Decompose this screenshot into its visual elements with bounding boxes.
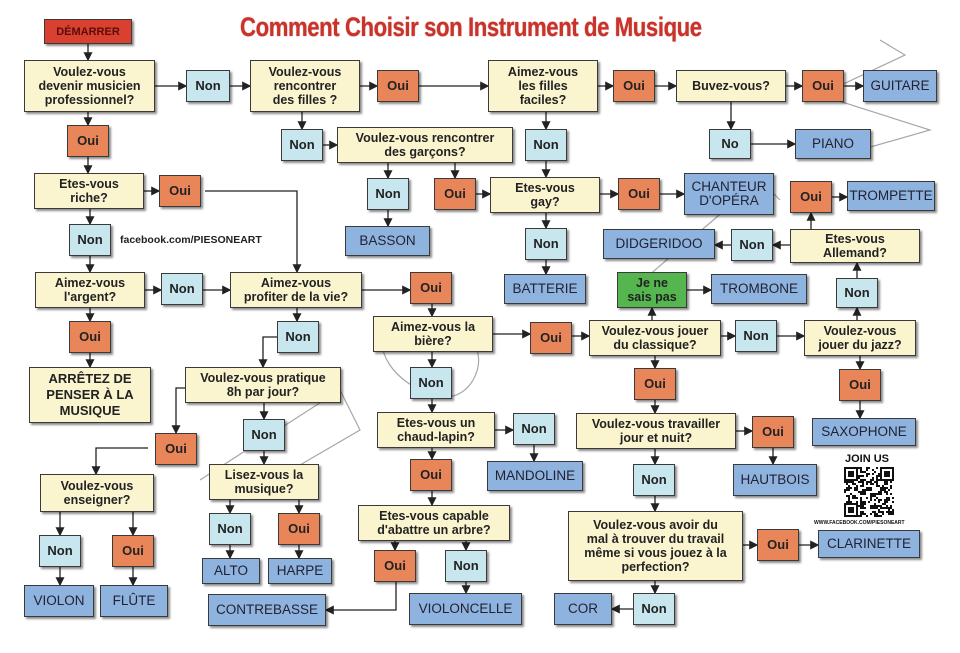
answer-oui-o5: Oui xyxy=(434,178,476,210)
join-us-label: JOIN US xyxy=(845,453,890,465)
page-title: Comment Choisir son Instrument de Musiqu… xyxy=(240,12,702,42)
instrument-result-trombone: TROMBONE xyxy=(711,274,807,304)
answer-non-n21: Non xyxy=(445,550,487,582)
answer-oui-o20: Oui xyxy=(374,550,416,582)
answer-non-n5: Non xyxy=(367,178,409,210)
answer-oui-oui1: Oui xyxy=(67,125,109,157)
question-box-q12: Voulez-vous jouer du classique? xyxy=(589,320,721,356)
answer-non-n9: Non xyxy=(161,273,203,305)
question-box-q8: Etes-vous riche? xyxy=(34,173,144,209)
answer-oui-o18: Oui xyxy=(112,535,154,567)
answer-non-n8: Non xyxy=(836,278,878,308)
instrument-result-sax: SAXOPHONE xyxy=(812,418,916,446)
question-box-q19: Etes-vous un chaud-lapin? xyxy=(377,412,495,448)
answer-non-n15: Non xyxy=(633,593,675,625)
answer-oui-o7: Oui xyxy=(790,181,832,213)
answer-oui-o3: Oui xyxy=(613,70,655,102)
answer-oui-o9: Oui xyxy=(69,321,111,353)
instrument-result-mandoline: MANDOLINE xyxy=(487,461,583,491)
question-box-q17: Lisez-vous la musique? xyxy=(209,464,319,500)
start-node-start: DÉMARRER xyxy=(44,19,132,44)
instrument-result-didg: DIDGERIDOO xyxy=(603,229,715,259)
instrument-result-alto: ALTO xyxy=(202,558,260,584)
answer-oui-o2: Oui xyxy=(377,70,419,102)
connector-arrow xyxy=(324,582,397,615)
qr-url-text: WWW.FACEBOOK.COM/PIESONEART xyxy=(814,520,905,526)
answer-non-n17: Non xyxy=(209,513,251,545)
instrument-result-hautbois: HAUTBOIS xyxy=(733,464,817,496)
qr-code-icon xyxy=(844,467,894,517)
question-box-q3: Aimez-vous les filles faciles? xyxy=(488,60,598,112)
connector-arrow xyxy=(205,190,302,274)
connector-arrow xyxy=(171,387,185,435)
answer-non-n16: Non xyxy=(243,419,285,451)
question-box-q5: Voulez-vous rencontrer des garçons? xyxy=(337,127,513,163)
answer-oui-o4: Oui xyxy=(802,70,844,102)
instrument-result-flute: FLÛTE xyxy=(100,585,168,617)
answer-oui-o12: Oui xyxy=(634,368,676,400)
result-stop-stop: ARRÊTEZ DE PENSER À LA MUSIQUE xyxy=(29,367,151,423)
answer-je-ne-sais-pas-jenesais: Je ne sais pas xyxy=(617,272,687,308)
answer-non-n14: Non xyxy=(633,464,675,496)
instrument-result-harpe: HARPE xyxy=(268,558,332,584)
question-box-q15: Voulez-vous avoir du mal à trouver du tr… xyxy=(568,511,743,581)
facebook-link-text: facebook.com/PIESONEART xyxy=(120,234,262,246)
answer-oui-o19: Oui xyxy=(410,459,452,491)
answer-oui-o10: Oui xyxy=(410,272,452,304)
answer-non-n12: Non xyxy=(735,320,777,352)
question-box-q18: Voulez-vous enseigner? xyxy=(40,474,154,512)
answer-non-n3: Non xyxy=(525,129,567,161)
question-box-q11: Aimez-vous la bière? xyxy=(373,316,493,352)
question-box-q13: Voulez-vous jouer du jazz? xyxy=(804,320,916,356)
instrument-result-trompette: TROMPETTE xyxy=(847,181,935,211)
answer-non-n19: Non xyxy=(410,367,452,399)
instrument-result-cor: COR xyxy=(554,593,612,625)
answer-oui-oui16: Oui xyxy=(155,433,197,465)
answer-non-n20: Non xyxy=(513,413,555,445)
answer-non-nonrich: Non xyxy=(69,224,111,256)
answer-oui-o17: Oui xyxy=(278,513,320,545)
answer-oui-o6: Oui xyxy=(618,178,660,210)
answer-non-n6: Non xyxy=(525,228,567,260)
answer-non-n10: Non xyxy=(277,321,319,353)
question-box-q9: Aimez-vous l'argent? xyxy=(35,272,145,308)
answer-oui-o11: Oui xyxy=(530,322,572,354)
question-box-q10: Aimez-vous profiter de la vie? xyxy=(230,272,362,308)
instrument-result-violoncelle: VIOLONCELLE xyxy=(409,593,522,625)
instrument-result-chanteur: CHANTEUR D'OPÉRA xyxy=(684,173,774,215)
answer-oui-o13: Oui xyxy=(839,369,881,401)
instrument-result-violon: VIOLON xyxy=(24,585,94,617)
answer-oui-o14: Oui xyxy=(752,416,794,448)
connector-arrow xyxy=(91,447,148,476)
connector-arrow xyxy=(258,336,277,369)
question-box-q2: Voulez-vous rencontrer des filles ? xyxy=(250,60,360,112)
question-box-q4: Buvez-vous? xyxy=(676,70,786,102)
answer-non-no4: No xyxy=(709,129,751,159)
answer-oui-o8: Oui xyxy=(159,175,201,207)
question-box-q7: Etes-vous Allemand? xyxy=(790,229,920,263)
question-box-q6: Etes-vous gay? xyxy=(490,177,600,213)
instrument-result-piano: PIANO xyxy=(795,129,871,159)
instrument-result-clarinette: CLARINETTE xyxy=(818,530,920,558)
instrument-result-contrebasse: CONTREBASSE xyxy=(208,594,326,626)
answer-oui-o15: Oui xyxy=(757,529,799,561)
answer-non-n7: Non xyxy=(731,229,773,261)
question-box-q14: Voulez-vous travailler jour et nuit? xyxy=(576,413,736,449)
answer-non-n18: Non xyxy=(39,535,81,567)
instrument-result-guitare: GUITARE xyxy=(863,70,937,102)
question-box-q20: Etes-vous capable d'abattre un arbre? xyxy=(358,505,510,541)
instrument-result-batterie: BATTERIE xyxy=(504,274,586,304)
instrument-result-basson: BASSON xyxy=(345,226,430,256)
answer-non-n1: Non xyxy=(186,70,230,102)
answer-non-n2: Non xyxy=(281,129,323,161)
question-box-q1: Voulez-vous devenir musicien professionn… xyxy=(24,60,155,112)
question-box-q16: Voulez-vous pratique 8h par jour? xyxy=(185,367,341,403)
